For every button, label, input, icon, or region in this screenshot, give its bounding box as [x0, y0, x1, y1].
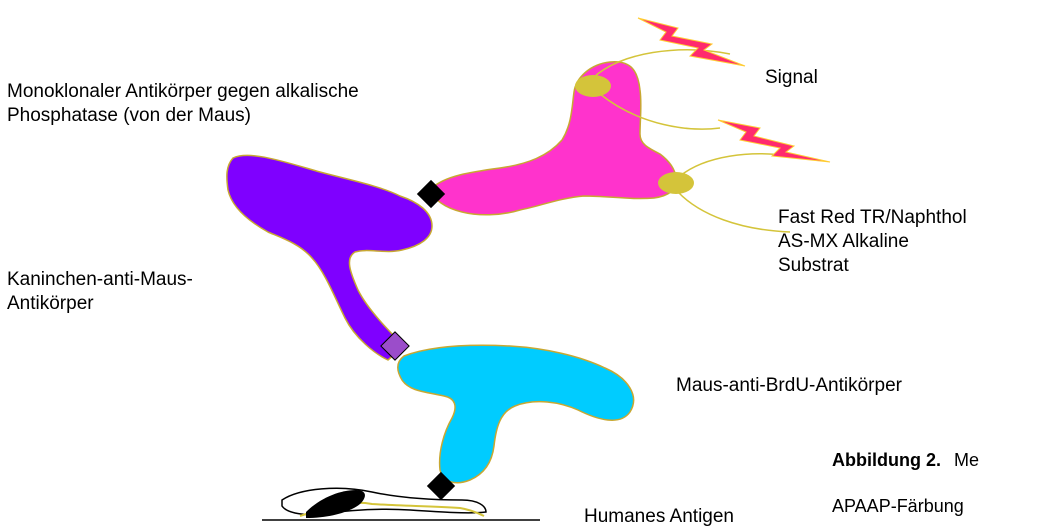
enzyme-right	[658, 172, 694, 194]
fastred-label-line3: Substrat	[778, 254, 849, 278]
fastred-label-line2: AS-MX Alkaline	[778, 230, 909, 254]
monoclonal-label-line2: Phosphatase (von der Maus)	[7, 104, 251, 128]
caption-suffix: Me	[954, 450, 979, 470]
caption-prefix: Abbildung 2.	[832, 450, 941, 470]
rabbit-label-line2: Antikörper	[7, 292, 94, 316]
antigen-shape	[306, 490, 365, 518]
monoclonal-antibody	[432, 62, 676, 215]
antigen-label: Humanes Antigen	[584, 505, 734, 529]
enzyme-top	[575, 75, 611, 97]
brdu-label: Maus-anti-BrdU-Antikörper	[676, 374, 902, 398]
monoclonal-label-line1: Monoklonaler Antikörper gegen alkalische	[7, 80, 359, 104]
rabbit-anti-mouse-antibody	[227, 155, 432, 360]
signal-arc-right-upper	[680, 154, 790, 176]
rabbit-label-line1: Kaninchen-anti-Maus-	[7, 268, 193, 292]
signal-arc-right-lower	[678, 192, 790, 232]
figure-caption-line1: Abbildung 2. Me	[832, 448, 979, 472]
signal-label: Signal	[765, 66, 818, 90]
lightning-top-icon	[638, 18, 745, 66]
figure-caption-line2: APAAP-Färbung	[832, 494, 964, 518]
fastred-label-line1: Fast Red TR/Naphthol	[778, 206, 967, 230]
mouse-anti-brdu-antibody	[398, 345, 634, 482]
